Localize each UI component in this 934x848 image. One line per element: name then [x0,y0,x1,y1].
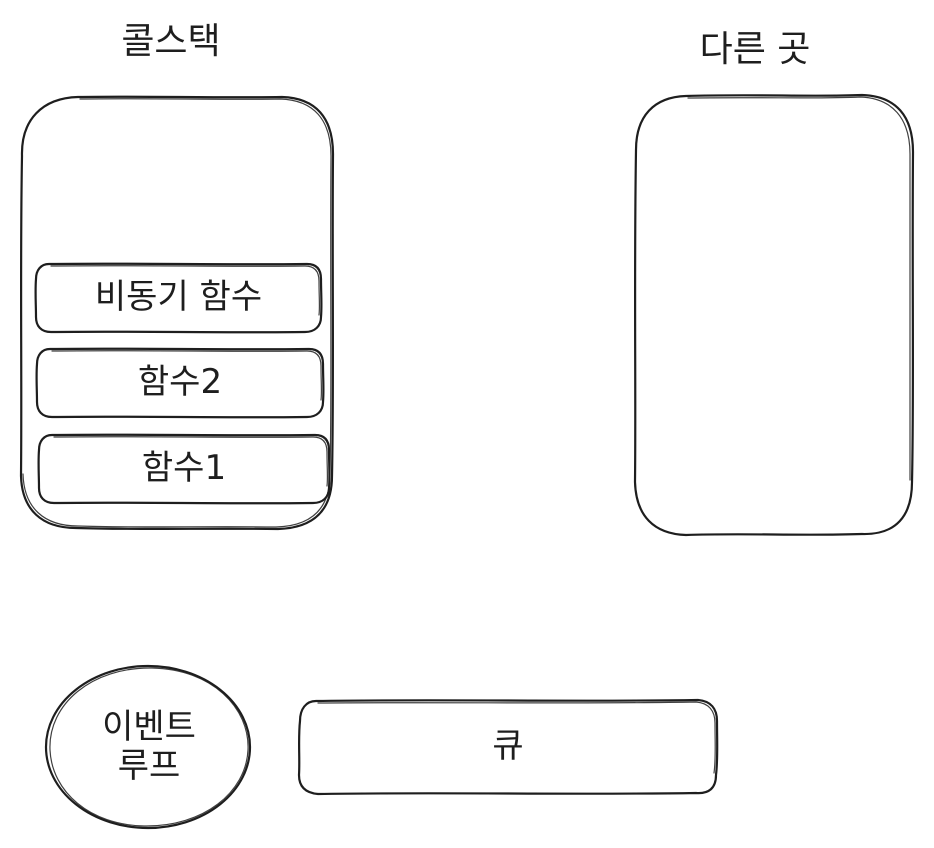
queue-box: 큐 [297,698,719,796]
event-loop-label: 이벤트 루프 [102,706,196,786]
event-loop-outline [44,664,252,830]
event-loop: 이벤트 루프 [44,664,254,830]
queue-outline [297,698,719,796]
call-stack-container: 비동기 함수 함수2 함수1 [19,95,335,531]
stack-frame-function-1: 함수1 [37,433,331,505]
queue-label: 큐 [492,726,524,767]
elsewhere-outline [633,93,915,537]
stack-frame-function-2: 함수2 [35,347,325,419]
elsewhere-container [633,93,915,537]
stack-frame-label: 함수1 [141,448,227,489]
stack-frame-async-function: 비동기 함수 [34,262,323,334]
call-stack-title: 콜스택 [121,21,221,62]
elsewhere-title: 다른 곳 [699,29,811,70]
stack-frame-label: 비동기 함수 [94,277,263,318]
call-stack-outline [19,95,335,531]
stack-frame-label: 함수2 [137,362,223,403]
